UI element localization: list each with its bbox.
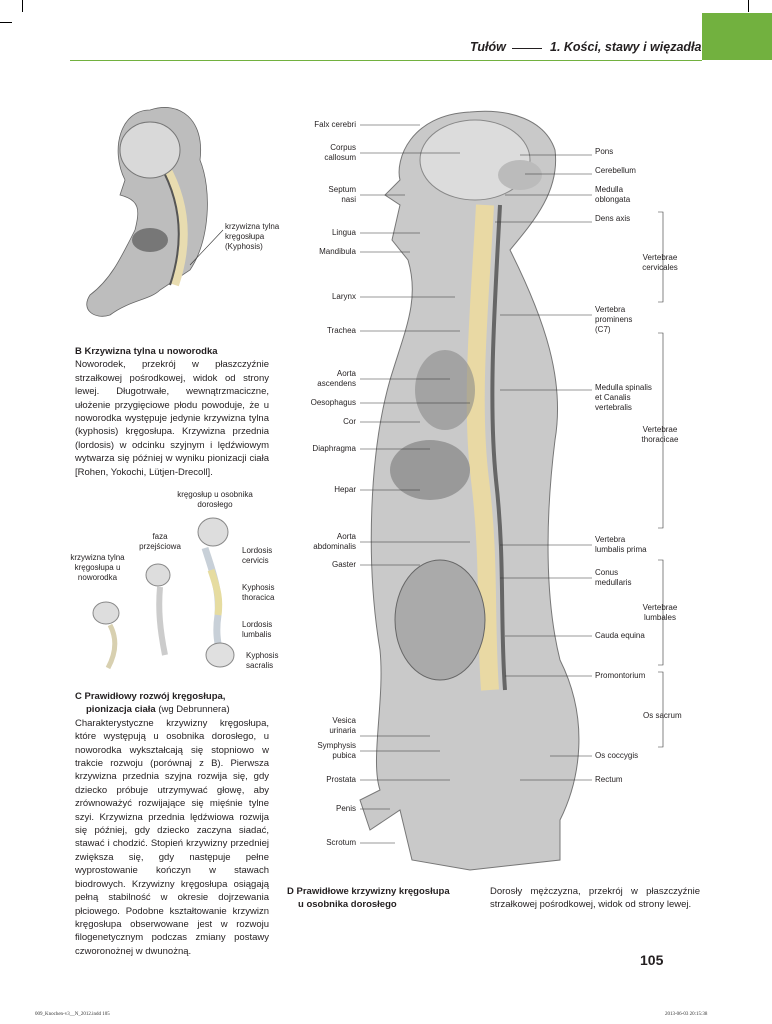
label-lingua: Lingua — [331, 228, 356, 237]
label-symphysis-pubica: Symphysis pubica — [317, 741, 356, 760]
footer-date: 2013-06-03 20:15:38 — [665, 1012, 708, 1017]
label-dens-axis: Dens axis — [595, 214, 631, 223]
spine-development-illustration — [92, 517, 235, 670]
label-vertebra-lumbalis-prima: Vertebra lumbalis prima — [595, 535, 647, 554]
chapter-title: 1. Kości, stawy i więzadła — [550, 40, 702, 54]
figD-text: Dorosły mężczyzna, przekrój w płaszczyźn… — [490, 886, 700, 911]
leader-lines — [360, 124, 664, 844]
figC-caption: C Prawidłowy rozwój kręgosłupa, pionizac… — [75, 690, 269, 958]
crop-mark — [0, 22, 12, 23]
figB-title: B Krzywizna tylna u noworodka — [75, 346, 218, 357]
label-aorta-abdominalis: Aorta abdominalis — [313, 532, 356, 551]
figB-label: krzywizna tylna kręgosłupa (Kyphosis) — [225, 222, 280, 251]
label-septum-nasi: Septum nasi — [328, 185, 356, 204]
figC-text: Charakterystyczne krzywizny kręgosłupa, … — [75, 717, 269, 957]
label-trachea: Trachea — [326, 326, 356, 335]
figC-title: C Prawidłowy rozwój kręgosłupa, — [75, 691, 226, 702]
section-title: Tułów — [470, 40, 506, 54]
figC-label: kręgosłup u osobnika dorosłego — [177, 490, 253, 509]
figC-label: Kyphosis thoracica — [242, 583, 275, 602]
figD-caption-title: D Prawidłowe krzywizny kręgosłupa u osob… — [287, 885, 477, 912]
adult-sagittal-section-illustration — [359, 110, 580, 871]
label-gaster: Gaster — [331, 560, 356, 569]
newborn-section-illustration — [86, 107, 208, 317]
figD-title-2: u osobnika dorosłego — [298, 899, 397, 911]
crop-mark — [748, 0, 749, 12]
figB-caption: B Krzywizna tylna u noworodka Noworodek,… — [75, 345, 269, 479]
label-os-coccygis: Os coccygis — [595, 751, 639, 760]
figD-title: D Prawidłowe krzywizny kręgosłupa — [287, 886, 450, 897]
label-vertebrae-lumbales: Vertebrae lumbales — [642, 603, 678, 622]
label-vesica-urinaria: Vesica urinaria — [329, 716, 356, 735]
label-penis: Penis — [335, 804, 356, 813]
figC-label: krzywizna tylna kręgosłupa u noworodka — [70, 553, 125, 582]
figC-label: Lordosis cervicis — [242, 546, 273, 565]
label-os-sacrum: Os sacrum — [643, 711, 682, 720]
label-scrotum: Scrotum — [326, 838, 356, 847]
label-larynx: Larynx — [331, 292, 356, 301]
label-corpus-callosum: Corpus callosum — [324, 143, 356, 162]
label-rectum: Rectum — [595, 775, 623, 784]
label-conus-medullaris: Conus medullaris — [595, 568, 632, 587]
label-vertebra-prominens: Vertebra prominens (C7) — [595, 305, 633, 334]
figC-label: faza przejściowa — [139, 532, 181, 551]
label-medulla-oblongata: Medulla oblongata — [595, 185, 631, 204]
label-diaphragma: Diaphragma — [312, 444, 356, 453]
header-rule — [70, 60, 702, 61]
label-cauda-equina: Cauda equina — [595, 631, 645, 640]
figC-label: Kyphosis sacralis — [246, 651, 279, 670]
label-oesophagus: Oesophagus — [310, 398, 356, 407]
label-vertebrae-cervicales: Vertebrae cervicales — [642, 253, 678, 272]
label-prostata: Prostata — [326, 775, 356, 784]
figC-label: Lordosis lumbalis — [242, 620, 273, 639]
label-promontorium: Promontorium — [595, 671, 646, 680]
page-number: 105 — [640, 952, 664, 968]
figC-title-note: (wg Debrunnera) — [155, 704, 230, 716]
label-medulla-spinalis: Medulla spinalis et Canalis vertebralis — [595, 383, 652, 412]
label-cor: Cor — [343, 417, 356, 426]
label-cerebellum: Cerebellum — [595, 166, 636, 175]
label-mandibula: Mandibula — [319, 247, 356, 256]
header-dash — [512, 48, 542, 49]
footer-file: 009_Knochen-v3__N_2012.indd 105 — [35, 1012, 110, 1017]
figB-text: Noworodek, przekrój w płaszczyźnie strza… — [75, 359, 269, 478]
label-pons: Pons — [595, 147, 614, 156]
label-vertebrae-thoracicae: Vertebrae thoracicae — [641, 425, 679, 444]
label-aorta-ascendens: Aorta ascendens — [317, 369, 356, 388]
label-falx-cerebri: Falx cerebri — [314, 120, 356, 129]
chapter-tab — [702, 13, 772, 60]
figC-title-2: pionizacja ciała — [86, 704, 156, 716]
crop-mark — [22, 0, 23, 12]
label-hepar: Hepar — [334, 485, 356, 494]
